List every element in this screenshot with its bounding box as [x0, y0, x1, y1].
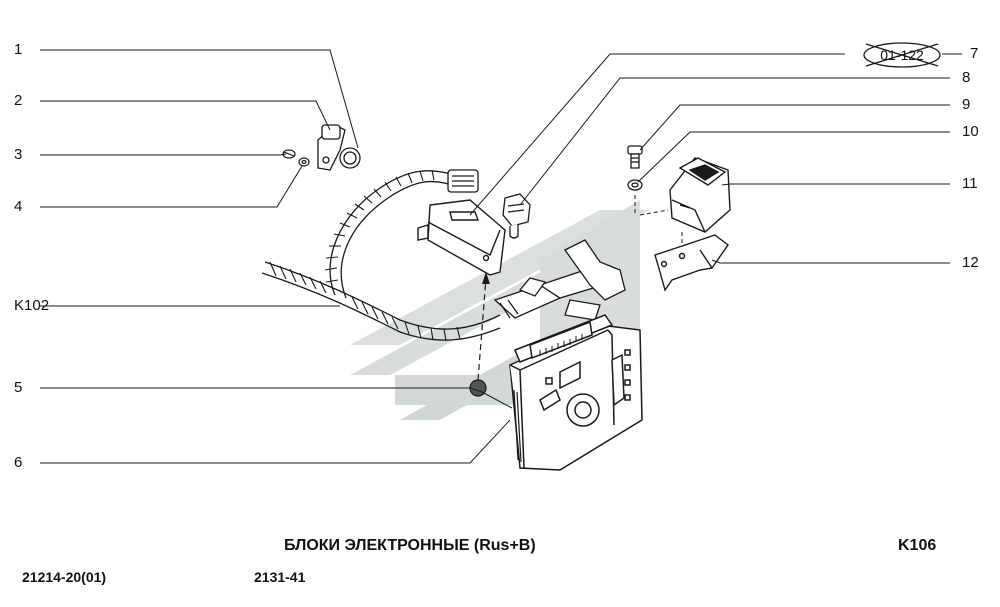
sensor-assembly [317, 124, 361, 171]
ecu-harness-connector [493, 239, 626, 321]
control-module [417, 199, 506, 276]
callout-12: 12 [962, 254, 979, 271]
callout-9: 9 [962, 96, 971, 113]
bolt-guide-dashes-2 [639, 209, 669, 216]
callout-6: 6 [14, 454, 23, 471]
model-code: 21214-20(01) [22, 569, 107, 585]
callout-10: 10 [962, 123, 979, 140]
rubber-grommet [469, 379, 487, 397]
leader-lines [40, 49, 962, 464]
callout-2: 2 [14, 92, 23, 109]
mounting-bracket [654, 234, 729, 292]
ecu-side-stripes [513, 389, 522, 463]
harness-spiral [269, 169, 461, 342]
screw-small [282, 149, 296, 159]
callout-3: 3 [14, 146, 23, 163]
callout-1: 1 [14, 41, 23, 58]
plug-connector [502, 193, 531, 239]
callout-8: 8 [962, 69, 971, 86]
washer [627, 179, 643, 191]
callout-k102: K102 [14, 297, 50, 314]
callout-7: 7 [970, 45, 979, 62]
callout-5: 5 [14, 379, 23, 396]
crossed-reference-label: 01-122 [880, 47, 924, 63]
callout-4: 4 [14, 198, 23, 215]
part-code: 2131-41 [254, 569, 306, 585]
page-title: БЛОКИ ЭЛЕКТРОННЫЕ (Rus+B) [284, 537, 536, 554]
washer-small [298, 157, 310, 167]
harness-connector [447, 169, 479, 193]
grommet-guide-dashes [477, 277, 487, 381]
ecu-pins [539, 334, 583, 356]
pressure-sensor [669, 157, 731, 233]
crossed-reference-oval [863, 42, 941, 68]
section-code: K106 [898, 537, 937, 554]
wire-harness [261, 170, 501, 341]
guide-arrowhead [482, 272, 490, 284]
bolt [627, 145, 643, 169]
callout-11: 11 [962, 175, 978, 192]
